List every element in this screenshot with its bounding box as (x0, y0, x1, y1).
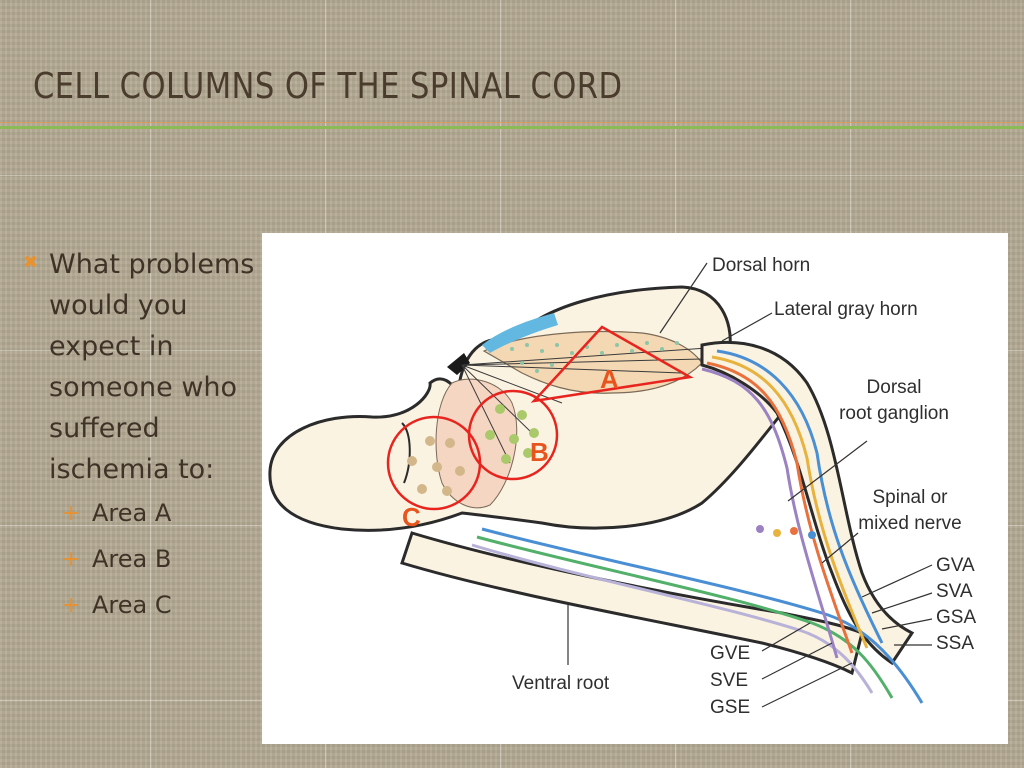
question-text: What problems would you expect in someon… (49, 249, 255, 485)
plus-bullet-icon: + (62, 546, 81, 572)
area-c-circle (386, 415, 482, 511)
sub-bullet-area-a: + Area A (62, 490, 268, 536)
label-ventral-root: Ventral root (512, 673, 610, 694)
label-ssa: SSA (936, 633, 974, 654)
label-dorsal-horn: Dorsal horn (712, 255, 810, 276)
title-rule-orange (0, 122, 1024, 123)
label-gve: GVE (710, 643, 750, 664)
bullet-question: ✖ What problems would you expect in some… (12, 244, 268, 490)
central-canal (447, 353, 470, 375)
marker-b: B (530, 437, 549, 467)
label-gse: GSE (710, 697, 750, 718)
diagram-svg: Dorsal horn Lateral gray horn Dorsal roo… (268, 255, 976, 718)
bullet-list: ✖ What problems would you expect in some… (12, 244, 268, 628)
leader-lines (567, 262, 933, 708)
label-sva: SVA (936, 581, 973, 602)
sub-bullet-text: Area A (92, 499, 172, 527)
area-a-triangle (530, 325, 694, 403)
plus-bullet-icon: + (62, 592, 81, 618)
label-dorsal-root-ganglion-2: root ganglion (839, 403, 949, 424)
nerve-fibers (471, 349, 924, 704)
label-gsa: GSA (936, 607, 976, 628)
label-gva: GVA (936, 555, 975, 576)
grid-line (0, 175, 1024, 176)
marker-a: A (600, 364, 619, 394)
grid-line (150, 0, 151, 768)
label-spinal-nerve-2: mixed nerve (858, 513, 962, 534)
label-lateral-gray-horn: Lateral gray horn (774, 299, 918, 320)
sub-bullet-area-c: + Area C (62, 582, 268, 628)
dorsal-dots (510, 341, 679, 373)
ventral-root-trunk (400, 531, 864, 676)
ventral-cells-c (407, 436, 465, 496)
dorsal-tract-blue (482, 313, 558, 353)
label-spinal-nerve-1: Spinal or (873, 487, 949, 508)
spinal-cord-diagram: Dorsal horn Lateral gray horn Dorsal roo… (262, 233, 1008, 744)
ventral-cells-b (485, 404, 539, 464)
label-dorsal-root-ganglion-1: Dorsal (867, 377, 922, 398)
sub-bullet-text: Area C (92, 591, 172, 619)
sub-bullet-area-b: + Area B (62, 536, 268, 582)
slide-title: CELL COLUMNS OF THE SPINAL CORD (33, 66, 623, 107)
fiber-endings (756, 525, 816, 539)
marker-c: C (402, 502, 421, 532)
x-bullet-icon: ✖ (22, 252, 39, 273)
plus-bullet-icon: + (62, 500, 81, 526)
sub-bullet-text: Area B (92, 545, 172, 573)
title-rule-green (0, 126, 1024, 129)
label-sve: SVE (710, 670, 748, 691)
